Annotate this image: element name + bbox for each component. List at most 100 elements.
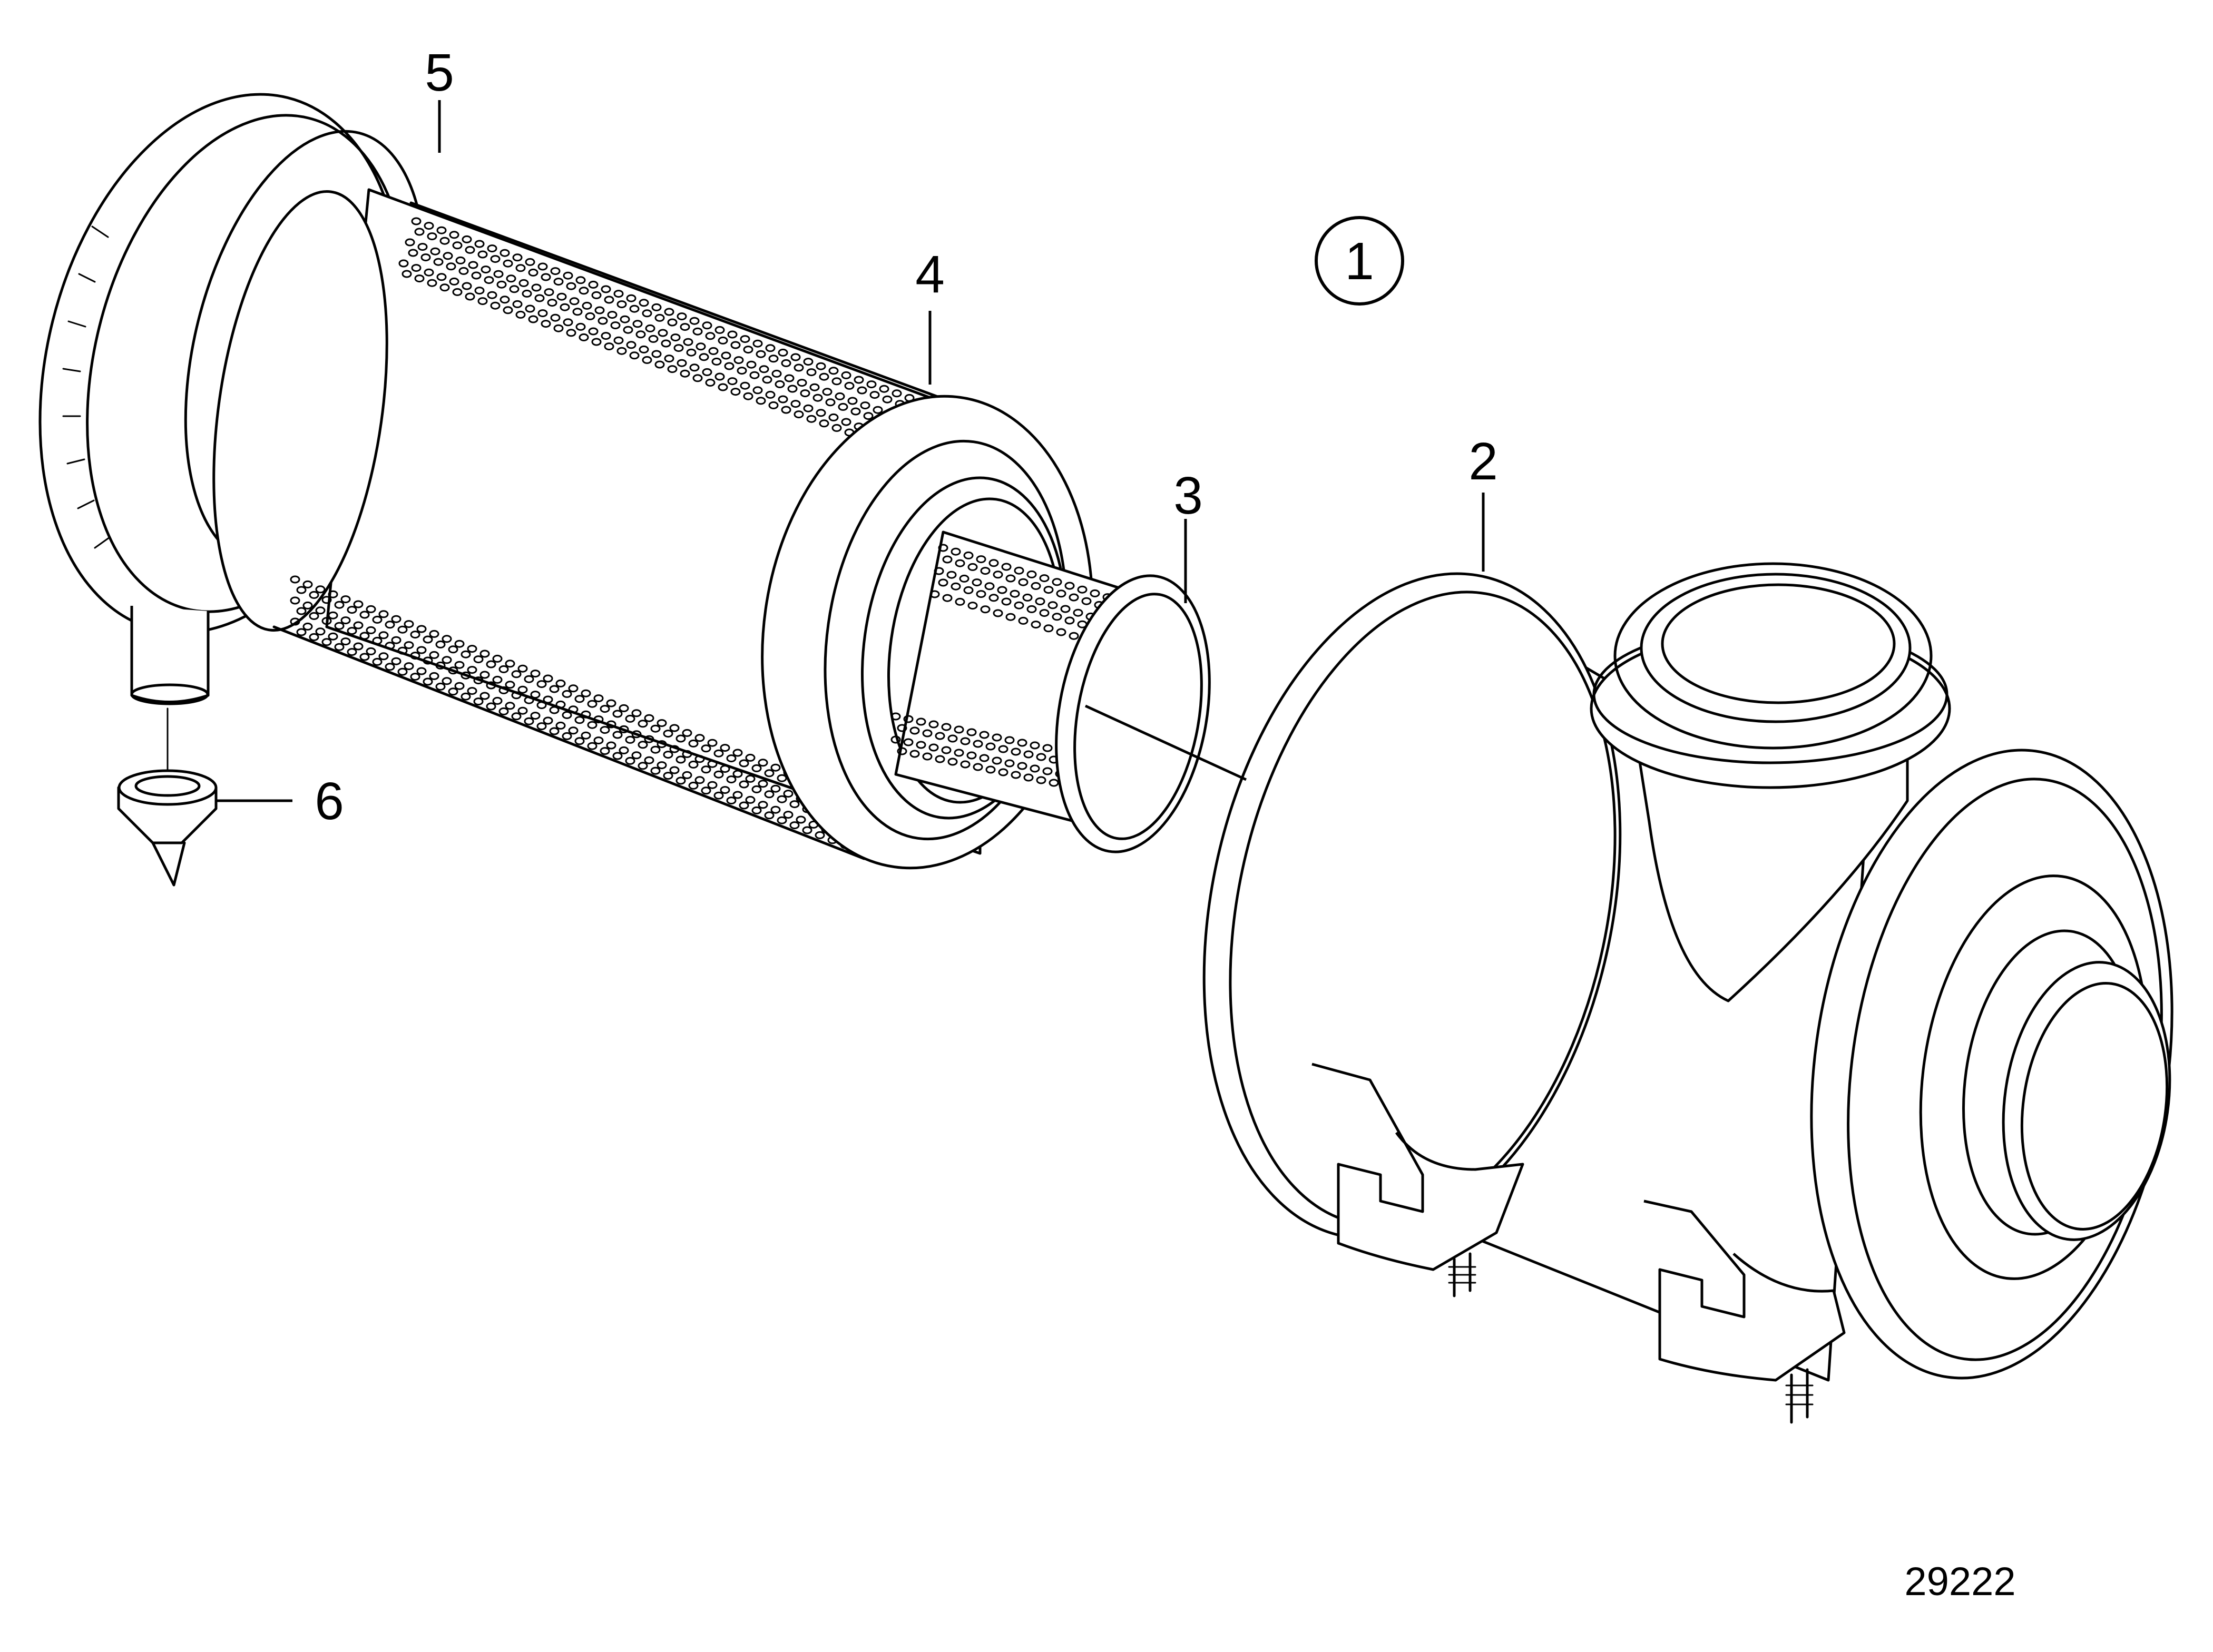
perforation-hole <box>1004 736 1015 744</box>
perforation-hole <box>929 590 940 598</box>
perforation-hole <box>1056 589 1066 598</box>
perforation-hole <box>555 721 566 730</box>
perforation-hole <box>650 745 661 754</box>
perforation-hole <box>973 740 983 748</box>
perforation-hole <box>550 267 561 276</box>
perforation-hole <box>334 643 345 651</box>
perforation-hole <box>739 780 749 789</box>
perforation-hole <box>290 617 300 626</box>
perforation-hole <box>639 299 649 307</box>
perforation-hole <box>416 625 427 633</box>
perforation-hole <box>486 660 496 668</box>
perforation-hole <box>787 385 798 393</box>
perforation-hole <box>768 401 779 409</box>
perforation-hole <box>1047 601 1058 609</box>
perforation-hole <box>831 424 842 432</box>
perforation-hole <box>492 675 503 684</box>
perforation-hole <box>591 338 602 346</box>
perforation-hole <box>448 687 458 696</box>
perforation-hole <box>619 704 629 712</box>
perforation-hole <box>574 695 585 703</box>
perforation-hole <box>1018 578 1029 586</box>
perforation-hole <box>797 379 807 387</box>
perforation-hole <box>882 395 893 404</box>
perforation-hole <box>563 271 573 280</box>
perforation-hole <box>515 310 526 319</box>
perforation-hole <box>954 725 964 734</box>
perforation-hole <box>1031 582 1041 590</box>
perforation-hole <box>1042 744 1053 752</box>
perforation-hole <box>677 312 687 321</box>
perforation-hole <box>642 309 652 318</box>
perforation-hole <box>398 259 409 268</box>
perforation-hole <box>435 682 446 691</box>
perforation-hole <box>976 590 986 598</box>
perforation-hole <box>404 620 414 628</box>
perforation-hole <box>454 682 465 690</box>
perforation-hole <box>378 652 389 661</box>
perforation-hole <box>549 685 560 693</box>
perforation-hole <box>465 292 475 301</box>
perforation-hole <box>454 661 465 669</box>
perforation-hole <box>770 784 781 793</box>
perforation-hole <box>347 606 357 614</box>
perforation-hole <box>644 735 654 743</box>
perforation-hole <box>423 635 433 644</box>
perforation-hole <box>315 585 326 594</box>
perforation-hole <box>309 633 319 641</box>
perforation-hole <box>828 367 839 375</box>
perforation-hole <box>922 729 933 738</box>
perforation-hole <box>847 397 858 405</box>
perforation-hole <box>778 348 788 357</box>
perforation-hole <box>803 358 814 366</box>
perforation-hole <box>745 795 756 804</box>
perforation-hole <box>404 641 414 650</box>
perforation-hole <box>606 741 616 750</box>
perforation-hole <box>942 555 953 564</box>
perforation-hole <box>606 720 616 729</box>
perforation-hole <box>694 734 705 742</box>
perforation-hole <box>629 351 640 360</box>
callout-1: 1 <box>1345 232 1374 291</box>
perforation-hole <box>340 595 351 604</box>
perforation-hole <box>467 687 477 695</box>
perforation-hole <box>979 731 990 739</box>
perforation-hole <box>296 607 307 615</box>
perforation-hole <box>732 770 743 778</box>
perforation-hole <box>696 342 706 351</box>
perforation-hole <box>980 567 991 575</box>
perforation-hole <box>749 371 760 379</box>
perforation-hole <box>941 746 952 754</box>
perforation-hole <box>631 709 642 717</box>
perforation-hole <box>783 790 794 798</box>
perforation-hole <box>562 711 572 719</box>
perforation-hole <box>616 300 627 309</box>
perforation-hole <box>544 288 554 297</box>
perforation-hole <box>657 740 667 749</box>
perforation-hole <box>960 737 971 745</box>
perforation-hole <box>359 611 370 619</box>
perforation-hole <box>448 645 458 654</box>
perforation-hole <box>701 765 711 774</box>
perforation-hole <box>680 323 690 331</box>
perforation-hole <box>711 357 722 366</box>
perforation-hole <box>302 580 313 588</box>
perforation-hole <box>581 689 591 697</box>
perforation-hole <box>572 308 583 316</box>
perforation-hole <box>493 270 504 278</box>
perforation-hole <box>490 301 501 310</box>
perforation-hole <box>619 725 629 733</box>
perforation-hole <box>819 372 829 381</box>
perforation-hole <box>657 761 667 770</box>
perforation-hole <box>688 739 699 748</box>
perforation-hole <box>505 660 515 668</box>
perforation-hole <box>547 299 557 307</box>
perforation-hole <box>620 315 630 323</box>
perforation-hole <box>334 622 345 630</box>
perforation-hole <box>1017 739 1027 747</box>
perforation-hole <box>922 752 933 761</box>
perforation-hole <box>537 262 548 271</box>
perforation-hole <box>536 680 547 689</box>
perforation-hole <box>794 363 804 372</box>
